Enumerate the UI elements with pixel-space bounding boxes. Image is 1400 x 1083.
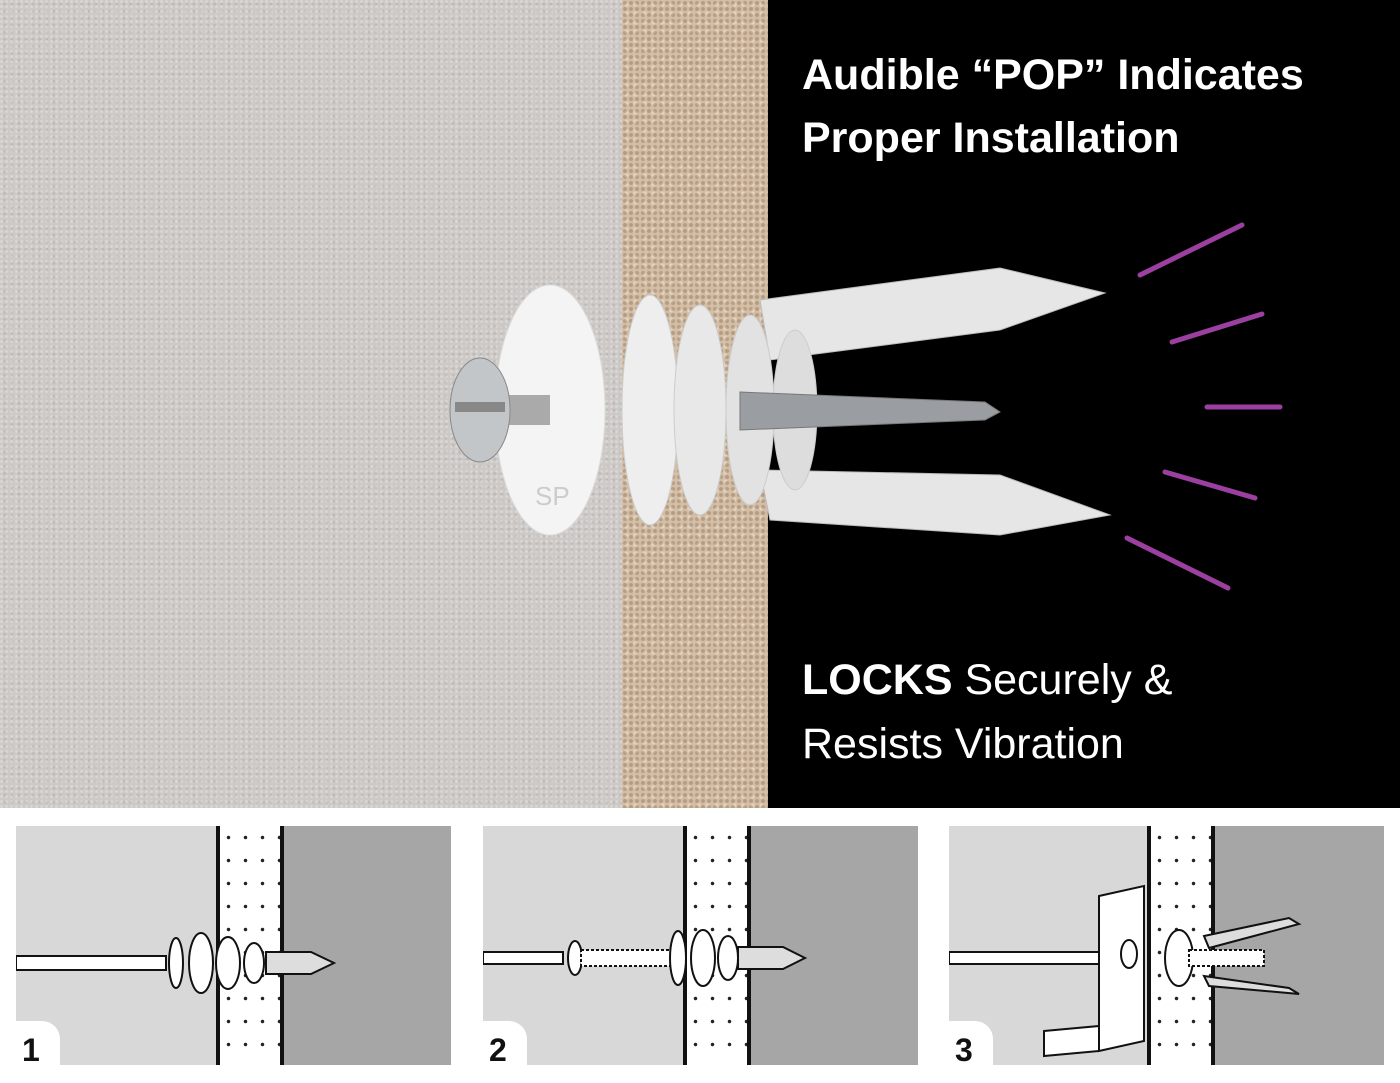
step-1-panel: 1	[16, 826, 451, 1065]
locks-tagline: LOCKS Securely & Resists Vibration	[802, 656, 1173, 768]
step-number-badge: 1	[16, 1021, 60, 1065]
anchor-toggle-wings	[759, 267, 1112, 536]
step-number-badge: 2	[483, 1021, 527, 1065]
cavity	[751, 826, 918, 1065]
product-hero: SP Audible “POP” Indicates Proper Instal…	[0, 0, 1400, 808]
step-2-panel: 2	[483, 826, 918, 1065]
step-3-drawing	[949, 884, 1302, 1058]
cavity	[1215, 826, 1384, 1065]
step-3-panel: 3	[949, 826, 1384, 1065]
bracket	[1043, 884, 1145, 1058]
step-2-drawing	[483, 929, 808, 987]
pop-sound-lines	[1124, 222, 1283, 591]
screw-shaft	[739, 391, 1001, 431]
cavity	[284, 826, 451, 1065]
step-number-badge: 3	[949, 1021, 993, 1065]
washer-marking: SP	[535, 481, 570, 511]
step-1-drawing	[16, 932, 337, 994]
headline: Audible “POP” Indicates Proper Installat…	[802, 51, 1304, 162]
drywall-section	[1147, 826, 1215, 1065]
anchor-illustration: SP	[449, 222, 1283, 591]
